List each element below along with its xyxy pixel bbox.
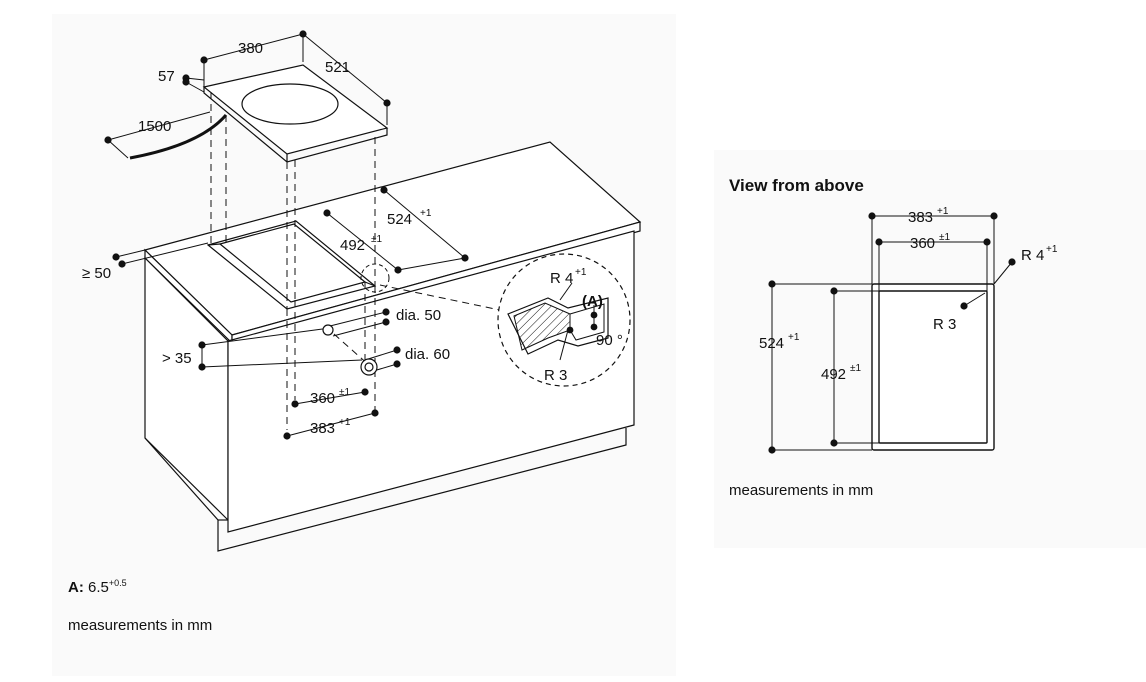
top-view-title: View from above bbox=[729, 176, 864, 195]
dim-360: 360 bbox=[310, 390, 335, 407]
measurements-note-left: measurements in mm bbox=[68, 617, 213, 634]
note-a-value: 6.5 bbox=[88, 579, 109, 596]
top-view-dots bbox=[768, 212, 1016, 454]
power-cable bbox=[129, 114, 228, 160]
note-a: A: 6.5+0.5 bbox=[68, 578, 127, 596]
top-dim-492: 492 bbox=[821, 366, 846, 383]
detail-reference-circle bbox=[360, 263, 390, 293]
edge-detail bbox=[497, 253, 631, 387]
detail-a-label: (A) bbox=[582, 293, 603, 310]
dim-360-tolerance: ±1 bbox=[339, 387, 350, 398]
top-dim-383: 383 bbox=[908, 209, 933, 226]
cooktop-unit bbox=[202, 64, 389, 163]
top-dim-383-tolerance: +1 bbox=[937, 206, 949, 217]
dim-dia-60: dia. 60 bbox=[405, 346, 450, 363]
top-dim-360-tolerance: ±1 bbox=[939, 232, 950, 243]
projection-lines bbox=[210, 92, 501, 430]
dimension-lines bbox=[107, 33, 466, 437]
dim-524: 524 bbox=[387, 211, 412, 228]
dim-383-tolerance: +1 bbox=[339, 417, 351, 428]
dim-1500: 1500 bbox=[138, 118, 171, 135]
dim-492-tolerance: ±1 bbox=[371, 234, 382, 245]
dim-492: 492 bbox=[340, 237, 365, 254]
dim-gt-35: > 35 bbox=[162, 350, 192, 367]
dim-57: 57 bbox=[158, 68, 175, 85]
dim-521: 521 bbox=[325, 59, 350, 76]
top-dim-492-tolerance: ±1 bbox=[850, 363, 861, 374]
top-view-drawing bbox=[771, 215, 1013, 451]
top-dim-r3: R 3 bbox=[933, 316, 956, 333]
detail-90-deg: 90 ° bbox=[596, 332, 623, 349]
dim-380: 380 bbox=[238, 40, 263, 57]
top-dim-524: 524 bbox=[759, 335, 784, 352]
detail-r3: R 3 bbox=[544, 367, 567, 384]
dim-524-tolerance: +1 bbox=[420, 208, 432, 219]
top-dim-524-tolerance: +1 bbox=[788, 332, 800, 343]
detail-r4-tolerance: +1 bbox=[575, 267, 587, 278]
detail-r4: R 4 bbox=[550, 270, 573, 287]
note-a-tolerance: +0.5 bbox=[108, 578, 127, 588]
dimension-dots bbox=[104, 30, 469, 440]
note-a-label: A: bbox=[68, 579, 84, 596]
vent-openings bbox=[322, 324, 378, 376]
measurements-note-right: measurements in mm bbox=[729, 482, 874, 499]
dim-front-gap: ≥ 50 bbox=[82, 265, 111, 282]
top-dim-r4-tolerance: +1 bbox=[1046, 244, 1058, 255]
top-dim-360: 360 bbox=[910, 235, 935, 252]
dim-dia-50: dia. 50 bbox=[396, 307, 441, 324]
top-dim-r4: R 4 bbox=[1021, 247, 1044, 264]
dim-383: 383 bbox=[310, 420, 335, 437]
